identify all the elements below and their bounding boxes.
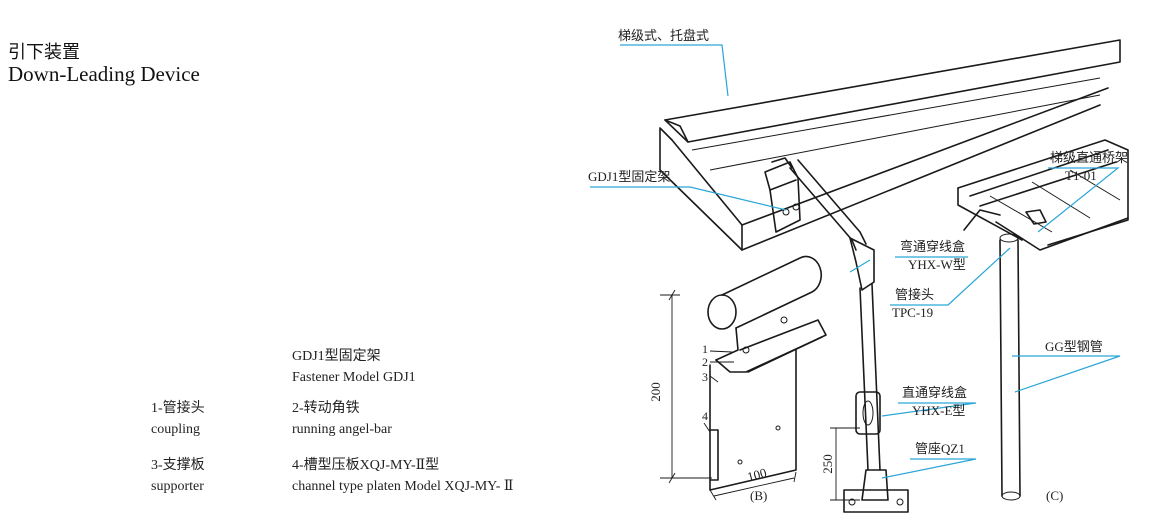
- dimension-200: 200: [648, 289, 712, 484]
- callout-fixer: GDJ1型固定架: [588, 169, 670, 184]
- legend-item-1-en: coupling: [151, 422, 200, 437]
- part-number-3: 3: [702, 370, 708, 384]
- callout-bridge-model: T1-01: [1065, 168, 1097, 183]
- part-number-callouts: 1 2 3 4: [702, 342, 734, 433]
- device-diagram: 200 100 250 1 2 3 4 梯级式、托盘式 GDJ1型固定架: [588, 28, 1129, 513]
- legend-item-2-en: running angel-bar: [292, 422, 392, 437]
- legend-item-3: 3-支撑板 supporter: [151, 455, 205, 497]
- legend-item-4: 4-槽型压板XQJ-MY-Ⅱ型 channel type platen Mode…: [292, 455, 513, 497]
- callout-steel-pipe: GG型钢管: [1045, 339, 1103, 354]
- callout-tray: 梯级式、托盘式: [618, 28, 709, 43]
- dimension-100: 100: [709, 465, 797, 501]
- legend-item-1: 1-管接头 coupling: [151, 398, 205, 440]
- dimension-200-label: 200: [648, 382, 663, 402]
- part-number-1: 1: [702, 342, 708, 356]
- callout-straight-box-model: YHX-E型: [912, 403, 965, 418]
- callout-coupling: 管接头: [895, 287, 934, 302]
- callout-bridge: 梯级直通桥架: [1050, 150, 1128, 165]
- detail-c-tray: [957, 139, 1129, 251]
- legend-heading-en: Fastener Model GDJ1: [292, 370, 416, 385]
- dimension-100-label: 100: [745, 465, 768, 485]
- fixer-bracket: [764, 157, 801, 233]
- title-zh: 引下装置: [8, 42, 80, 63]
- down-pipe: [789, 159, 909, 513]
- callout-coupling-model: TPC-19: [892, 305, 933, 320]
- dimension-250-label: 250: [820, 454, 835, 474]
- callout-pipe-base: 管座QZ1: [915, 441, 965, 456]
- legend-item-4-zh: 4-槽型压板XQJ-MY-Ⅱ型: [292, 458, 440, 473]
- view-label-c: (C): [1046, 488, 1063, 503]
- callout-straight-box: 直通穿线盒: [902, 385, 967, 400]
- legend-item-4-en: channel type platen Model XQJ-MY- Ⅱ: [292, 479, 514, 494]
- legend-item-2-zh: 2-转动角铁: [292, 401, 360, 416]
- legend-item-3-en: supporter: [151, 479, 204, 494]
- view-label-b: (B): [750, 488, 767, 503]
- detail-b-bracket: [707, 255, 827, 491]
- legend-item-2: 2-转动角铁 running angel-bar: [292, 398, 392, 440]
- title-en: Down-Leading Device: [8, 62, 200, 86]
- legend-heading: GDJ1型固定架 Fastener Model GDJ1: [292, 346, 416, 388]
- steel-pipe: [999, 233, 1021, 501]
- legend-item-3-zh: 3-支撑板: [151, 458, 205, 473]
- callout-lines: [590, 44, 1121, 479]
- part-number-2: 2: [702, 355, 708, 369]
- part-number-4: 4: [702, 409, 708, 423]
- dimension-250: 250: [820, 427, 860, 501]
- callout-elbow-box-model: YHX-W型: [908, 257, 966, 272]
- callout-elbow-box: 弯通穿线盒: [900, 239, 965, 254]
- cable-tray: [659, 39, 1121, 251]
- legend-heading-zh: GDJ1型固定架: [292, 349, 381, 364]
- legend-item-1-zh: 1-管接头: [151, 401, 205, 416]
